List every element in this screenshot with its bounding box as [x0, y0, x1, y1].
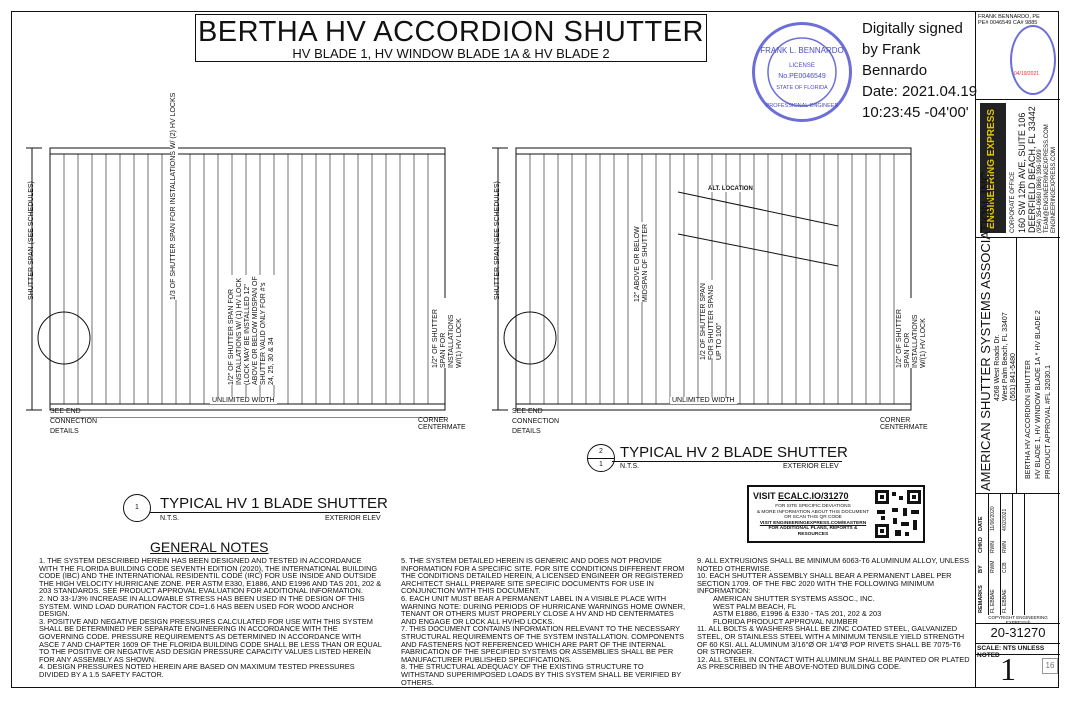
hv2-detail-bubble: 2 1	[587, 444, 615, 472]
document-number: 20-31270	[990, 625, 1046, 640]
svg-text:No.PE0046549: No.PE0046549	[778, 73, 826, 80]
hv2-note-right: 1/2" OF SHUTTER SPAN FOR INSTALLATIONS W…	[896, 298, 928, 368]
hv1-note-third: 1/3 OF SHUTTER SPAN FOR INSTALLATIONS W/…	[170, 92, 178, 300]
hv2-note-12: 12" ABOVE OR BELOW MIDSPAN OF SHUTTER	[634, 222, 650, 302]
digital-signature: Digitally signed by Frank Bennardo Date:…	[862, 20, 978, 121]
hv1-note-half: 1/2" OF SHUTTER SPAN FOR INSTALLATIONS W…	[228, 275, 276, 385]
general-notes-col-3: 9. ALL EXTRUSIONS SHALL BE MINIMUM 6063-…	[697, 556, 970, 672]
company-name: AMERICAN SHUTTER SYSTEMS ASSOCIATION, IN…	[978, 171, 993, 491]
title-box: BERTHA HV ACCORDION SHUTTER HV BLADE 1, …	[195, 14, 707, 62]
hv2-title: TYPICAL HV 2 BLADE SHUTTER	[620, 444, 848, 461]
pe-seal: 04/19/2021	[1010, 25, 1056, 95]
hv2-end-details: SEE END CONNECTION DETAILS	[512, 408, 560, 435]
engineer-seal: FRANK L. BENNARDO LICENSE No.PE0046549 S…	[752, 22, 852, 122]
hv2-shutter-drawing	[492, 147, 912, 411]
hv1-note-right: 1/2" OF SHUTTER SPAN FOR INSTALLATIONS W…	[432, 298, 464, 368]
pe-stamp-text: FRANK BENNARDO, PE PE# 0046549 CA# 9885	[978, 14, 1040, 26]
hv1-shutter-drawing	[26, 147, 446, 418]
sheet-subtitle: HV BLADE 1, HV WINDOW BLADE 1A & HV BLAD…	[292, 46, 610, 61]
sheet-number: 1	[1000, 651, 1016, 687]
general-notes-col-1: 1. THE SYSTEM DESCRIBED HEREIN HAS BEEN …	[39, 556, 382, 679]
qr-url[interactable]: ECALC.IO/31270	[778, 491, 849, 501]
engineer-address: CORPORATE OFFICE 160 SW 12th AVE, SUITE …	[1010, 106, 1057, 233]
qr-info-box: VISIT ECALC.IO/31270 FOR SITE SPECIFIC D…	[747, 485, 925, 543]
sheet-total: 16	[1042, 658, 1058, 674]
copyright: COPYRIGHT ENGINEERING EXPRESS®	[988, 615, 1048, 625]
general-notes-col-2: 5. THE SYSTEM DETAILED HEREIN IS GENERIC…	[401, 556, 685, 687]
hv1-width-label: UNLIMITED WIDTH	[210, 397, 277, 404]
sheet-title: BERTHA HV ACCORDION SHUTTER	[197, 16, 705, 48]
qr-code[interactable]	[875, 490, 921, 538]
hv1-span-label: SHUTTER SPAN (SEE SCHEDULES)	[28, 181, 35, 300]
svg-text:STATE OF FLORIDA: STATE OF FLORIDA	[776, 85, 828, 91]
engineering-express-logo: ENGINEERING EXPRESS	[980, 103, 1006, 233]
svg-text:PROFESSIONAL ENGINEER: PROFESSIONAL ENGINEER	[766, 103, 839, 109]
hv1-corner-label: CORNER CENTERMATE	[418, 417, 466, 431]
hv2-span-label: SHUTTER SPAN (SEE SCHEDULES)	[494, 181, 501, 300]
hv2-corner-label: CORNER CENTERMATE	[880, 417, 928, 431]
general-notes-heading: GENERAL NOTES	[150, 539, 269, 555]
seal-name: FRANK L. BENNARDO	[760, 46, 844, 55]
project-description: BERTHA HV ACCORDION SHUTTER HV BLADE 1, …	[1025, 310, 1052, 479]
title-block: FRANK BENNARDO, PE PE# 0046549 CA# 9885 …	[975, 11, 1060, 688]
hv2-alt-location: ALT. LOCATION	[708, 186, 753, 192]
drawing-frame	[11, 11, 1059, 688]
revisions-table: REMARKS BY CHKD DATE FL EBBAE RWM RWN 11…	[976, 493, 1060, 615]
company-address: 4268 West Roads Dr. West Palm Beach, FL …	[994, 312, 1017, 401]
scale-label: SCALE: NTS UNLESS NOTED	[977, 645, 1045, 659]
hv1-title: TYPICAL HV 1 BLADE SHUTTER	[160, 495, 388, 512]
hv2-width-label: UNLIMITED WIDTH	[670, 397, 737, 404]
svg-text:LICENSE: LICENSE	[789, 63, 815, 69]
hv1-detail-bubble: 1	[123, 494, 151, 522]
hv1-end-details: SEE END CONNECTION DETAILS	[50, 408, 98, 435]
hv2-note-half: 1/2 OF SHUTTER SPAN FOR SHUTTER SPANS UP…	[700, 280, 724, 360]
